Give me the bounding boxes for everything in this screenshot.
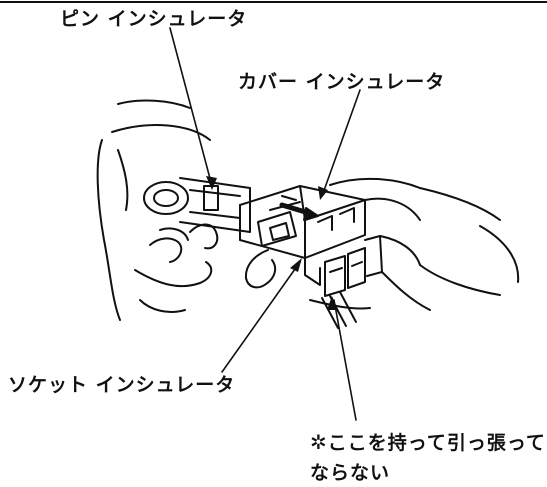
- socket-insulator: [304, 235, 383, 297]
- leader-note: [333, 299, 357, 421]
- socket-insulator-label: ソケット インシュレータ: [8, 374, 236, 396]
- pin-insulator-label: ピン インシュレータ: [60, 8, 248, 30]
- leader-socket: [221, 261, 301, 373]
- caution-asterisk-icon: ✲: [310, 430, 328, 454]
- pin-insulator: [143, 177, 251, 233]
- right-hand: [244, 177, 520, 311]
- warning-note-text1: ここを持って引っ張っては: [327, 432, 547, 454]
- leader-lines: [169, 27, 361, 421]
- cover-insulator: [239, 185, 366, 259]
- leader-cover: [321, 89, 361, 197]
- push-direction-arrow-icon: [279, 202, 319, 221]
- cover-insulator-label: カバー インシュレータ: [238, 71, 446, 93]
- warning-note-line1: ✲ここを持って引っ張っては: [310, 428, 547, 455]
- leader-pin: [169, 27, 213, 187]
- warning-note-line2: ならない: [310, 462, 391, 484]
- leader-arrowheads: [206, 176, 338, 310]
- left-hand: [96, 99, 219, 321]
